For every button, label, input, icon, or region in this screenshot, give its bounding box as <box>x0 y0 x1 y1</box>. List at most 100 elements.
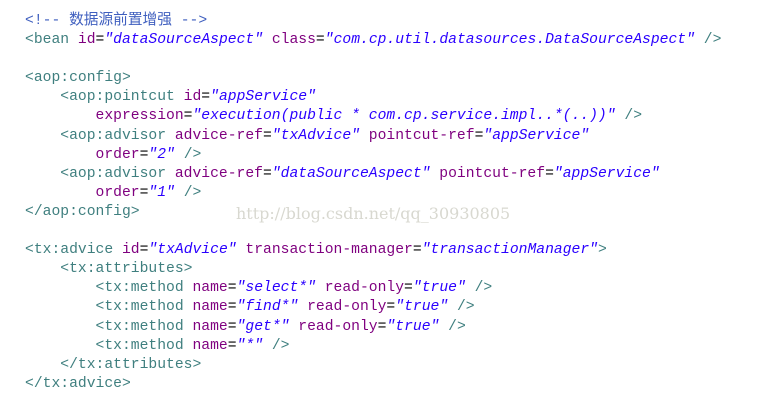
code-line: <!-- 数据源前置增强 --> <box>25 12 721 31</box>
xml-tag: /> <box>465 280 493 297</box>
code-line <box>25 50 721 69</box>
xml-tag: <tx:method <box>25 337 193 354</box>
code-text: = <box>262 165 272 182</box>
xml-value: "com.cp.util.datasources.DataSourceAspec… <box>324 32 695 49</box>
code-line: </aop:config> <box>25 203 721 222</box>
code-text: = <box>262 127 272 144</box>
code-line: <aop:advisor advice-ref="dataSourceAspec… <box>25 165 721 184</box>
xml-attribute: advice-ref <box>174 127 263 144</box>
xml-attribute: pointcut-ref <box>368 127 475 144</box>
code-text: = <box>139 184 149 201</box>
xml-attribute: expression <box>95 108 184 125</box>
code-text: = <box>545 165 554 182</box>
xml-tag: /> <box>694 32 722 49</box>
xml-attribute: name <box>192 299 228 316</box>
xml-value: "*" <box>236 337 264 354</box>
code-text: = <box>315 32 325 49</box>
xml-value: "1" <box>148 184 175 201</box>
xml-attribute: advice-ref <box>174 165 263 182</box>
xml-attribute: transaction-manager <box>245 242 413 259</box>
xml-tag: /> <box>174 184 202 201</box>
xml-attribute: read-only <box>298 318 378 335</box>
code-text: = <box>227 318 237 335</box>
xml-value: "2" <box>148 146 175 163</box>
xml-value: "true" <box>395 299 449 316</box>
xml-tag: <bean <box>25 32 78 49</box>
xml-tag: <tx:method <box>25 280 193 297</box>
code-line: <tx:method name="*" /> <box>25 337 721 356</box>
xml-attribute: name <box>192 280 228 297</box>
xml-tag: /> <box>174 146 202 163</box>
code-line: <tx:attributes> <box>25 260 721 279</box>
xml-value: "transactionManager" <box>421 242 598 259</box>
code-line: </tx:advice> <box>25 375 721 394</box>
xml-value: "txAdvice" <box>271 127 360 144</box>
code-line: <aop:config> <box>25 69 721 88</box>
code-text: = <box>386 299 396 316</box>
xml-attribute: id <box>77 32 96 49</box>
code-line: <tx:advice id="txAdvice" transaction-man… <box>25 241 721 260</box>
code-text <box>25 108 96 124</box>
xml-code-block: <!-- 数据源前置增强 --><bean id="dataSourceAspe… <box>25 12 721 394</box>
xml-value: "select*" <box>236 280 316 297</box>
code-text: = <box>139 146 149 163</box>
xml-tag: /> <box>263 337 290 354</box>
xml-tag: </tx:attributes> <box>25 356 202 373</box>
code-line: <aop:advisor advice-ref="txAdvice" point… <box>25 127 721 146</box>
xml-tag: </tx:advice> <box>25 375 131 392</box>
xml-tag: <aop:config> <box>25 70 131 87</box>
xml-attribute: class <box>271 32 316 49</box>
xml-value: "dataSourceAspect" <box>271 165 431 182</box>
xml-tag: <tx:method <box>25 318 193 335</box>
code-text <box>25 147 96 163</box>
code-text: = <box>227 337 237 354</box>
code-line <box>25 222 721 241</box>
xml-value: "true" <box>412 280 466 297</box>
xml-attribute: name <box>192 318 228 335</box>
code-text: = <box>139 242 149 259</box>
xml-attribute: id <box>121 242 140 259</box>
xml-tag: /> <box>448 299 475 316</box>
code-text: = <box>404 280 413 297</box>
xml-value: "appService" <box>483 127 590 144</box>
xml-tag: <aop:advisor <box>25 165 175 182</box>
code-line: order="2" /> <box>25 146 721 165</box>
xml-tag: > <box>597 242 607 259</box>
xml-tag: </aop:config> <box>25 203 140 220</box>
watermark: http://blog.csdn.net/qq_30930805 <box>236 204 511 223</box>
code-text <box>298 299 307 315</box>
xml-tag: /> <box>615 108 643 125</box>
xml-tag: <tx:advice <box>25 242 122 259</box>
xml-comment: <!-- 数据源前置增强 --> <box>25 13 208 29</box>
code-text <box>316 280 325 296</box>
xml-attribute: read-only <box>324 280 405 297</box>
xml-attribute: read-only <box>307 299 387 316</box>
xml-value: "txAdvice" <box>148 242 237 259</box>
xml-attribute: order <box>95 146 140 163</box>
xml-tag: <aop:pointcut <box>25 89 184 106</box>
code-text <box>430 166 439 182</box>
xml-attribute: id <box>183 89 202 106</box>
code-text: = <box>474 127 484 144</box>
code-line: <bean id="dataSourceAspect" class="com.c… <box>25 31 721 50</box>
xml-tag: /> <box>439 318 466 335</box>
xml-attribute: name <box>192 337 228 354</box>
xml-value: "get*" <box>236 318 290 335</box>
code-line: <tx:method name="select*" read-only="tru… <box>25 279 721 298</box>
code-text <box>25 185 96 201</box>
code-line: <tx:method name="find*" read-only="true"… <box>25 298 721 317</box>
xml-tag: <aop:advisor <box>25 127 175 144</box>
code-line: <tx:method name="get*" read-only="true" … <box>25 318 721 337</box>
code-line: <aop:pointcut id="appService" <box>25 88 721 107</box>
code-text <box>289 319 298 335</box>
xml-value: "appService" <box>210 89 316 106</box>
code-text: = <box>201 89 211 106</box>
code-text: = <box>377 318 387 335</box>
code-text: = <box>227 299 237 316</box>
code-text: = <box>95 32 105 49</box>
xml-tag: <tx:attributes> <box>25 261 193 278</box>
code-text <box>263 32 272 48</box>
code-text <box>360 128 369 144</box>
code-text: = <box>227 280 237 297</box>
xml-value: "find*" <box>236 299 299 316</box>
